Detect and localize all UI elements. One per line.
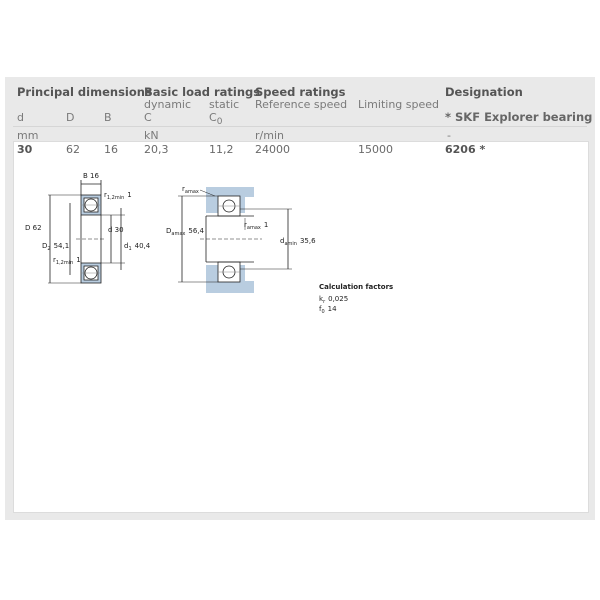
value-C0: 11,2	[209, 143, 234, 156]
symbol-d: d	[17, 111, 24, 124]
value-D: 62	[66, 143, 80, 156]
unit-mm: mm	[17, 129, 39, 142]
speed-ratings-heading: Speed ratings	[255, 85, 346, 99]
dynamic-label: dynamic	[144, 98, 192, 111]
value-d: 30	[17, 143, 33, 156]
abutment-drawing	[178, 187, 292, 293]
static-label: static	[209, 98, 240, 111]
explorer-note: * SKF Explorer bearing	[445, 110, 593, 124]
bearing-cross-section-drawing	[48, 180, 125, 284]
symbol-B: B	[104, 111, 112, 124]
value-B: 16	[104, 143, 118, 156]
reference-speed-label: Reference speed	[255, 98, 348, 111]
header-divider	[13, 126, 587, 127]
value-C: 20,3	[144, 143, 169, 156]
value-limiting-speed: 15000	[358, 143, 393, 156]
dim-ra-top: ramax	[182, 185, 199, 195]
unit-rmin: r/min	[255, 129, 284, 142]
designation-heading: Designation	[445, 85, 523, 99]
basic-load-ratings-heading: Basic load ratings	[144, 85, 261, 99]
unit-kN: kN	[144, 129, 159, 142]
symbol-D: D	[66, 111, 75, 124]
drawing-area	[13, 141, 589, 513]
dim-B-label: B 16	[83, 172, 99, 180]
dim-D-label: D 62	[25, 224, 42, 232]
dim-d-label: d 30	[108, 226, 124, 234]
calc-factors-title: Calculation factors	[319, 283, 393, 291]
unit-dash: -	[447, 129, 451, 142]
symbol-C0: C0	[209, 111, 223, 128]
principal-dimensions-heading: Principal dimensions	[17, 85, 152, 99]
value-designation[interactable]: 6206 *	[445, 143, 486, 156]
symbol-C: C	[144, 111, 152, 124]
limiting-speed-label: Limiting speed	[358, 98, 440, 111]
value-reference-speed: 24000	[255, 143, 290, 156]
